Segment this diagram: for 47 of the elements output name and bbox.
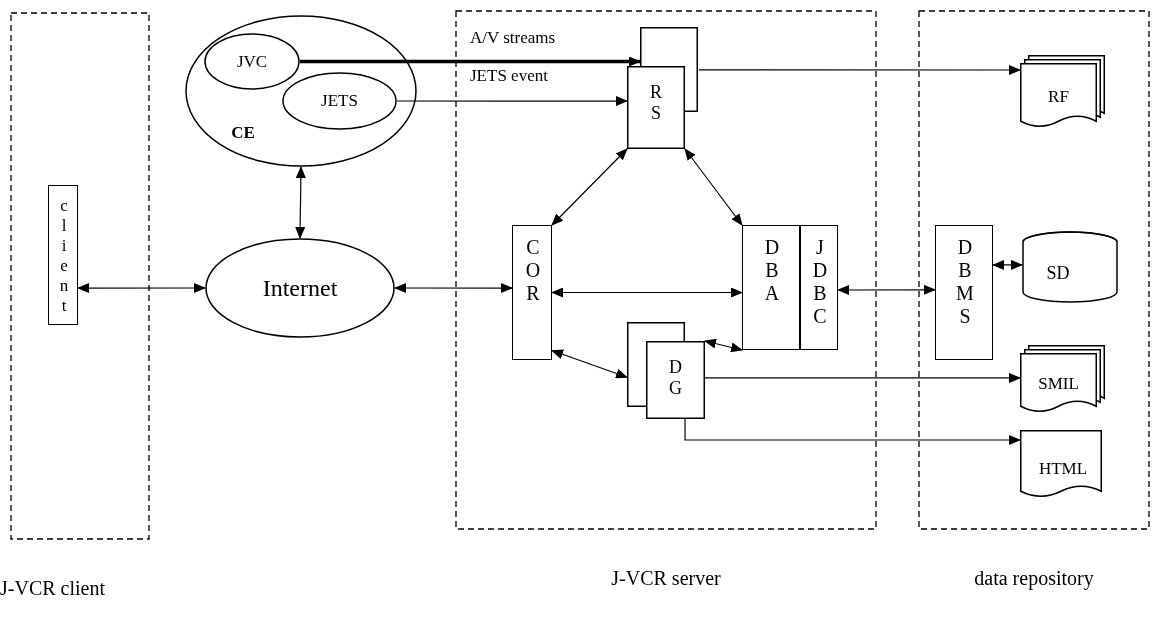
- node-label: CE: [230, 123, 256, 143]
- node-label: SD: [1045, 262, 1071, 284]
- node-label: C O R: [525, 236, 541, 305]
- arrow: [704, 338, 743, 353]
- stacked-box: [627, 322, 705, 419]
- document-stack: [1020, 55, 1105, 130]
- arrow: [992, 259, 1023, 270]
- group-title: J-VCR server: [610, 566, 722, 590]
- arrow: [698, 65, 1021, 75]
- arrow: [551, 287, 743, 298]
- ellipse-node: [205, 238, 395, 338]
- stacked-box: [627, 27, 699, 149]
- group-title: data repository: [973, 566, 1095, 590]
- node-label: D B A: [764, 236, 780, 305]
- ellipse-node: [282, 72, 397, 130]
- node-label: JVC: [235, 51, 269, 72]
- arrow: [77, 283, 206, 294]
- node-label: R S: [650, 82, 662, 124]
- node-label: c l i e n t: [59, 196, 69, 316]
- ellipse-node: [204, 33, 300, 90]
- process-box: [935, 225, 993, 360]
- arrow: [684, 148, 743, 226]
- node-label: HTML: [1037, 459, 1089, 479]
- process-box: [512, 225, 552, 360]
- arrow: [837, 284, 936, 295]
- process-box: [742, 225, 800, 350]
- arrow: [300, 56, 641, 67]
- node-label: Internet: [261, 274, 339, 302]
- node-label: D B M S: [956, 236, 974, 328]
- node-label: RF: [1047, 86, 1070, 107]
- arrow: [551, 148, 628, 226]
- arrow: [396, 96, 628, 107]
- group-title: J-VCR client: [0, 576, 105, 600]
- arrow: [704, 372, 1021, 383]
- process-box: [800, 225, 838, 350]
- node-label: JETS: [320, 91, 359, 111]
- arrow: [394, 283, 513, 294]
- node-label: D G: [669, 357, 682, 399]
- document-stack: [1020, 345, 1105, 415]
- arrow: [684, 418, 1021, 445]
- ellipse-group: [185, 15, 417, 167]
- process-box: [48, 185, 78, 325]
- arrow: [551, 349, 628, 379]
- node-label: J D B C: [812, 236, 828, 328]
- arrow: [295, 166, 306, 239]
- node-label: SMIL: [1037, 374, 1080, 394]
- document-shape: [1020, 430, 1102, 500]
